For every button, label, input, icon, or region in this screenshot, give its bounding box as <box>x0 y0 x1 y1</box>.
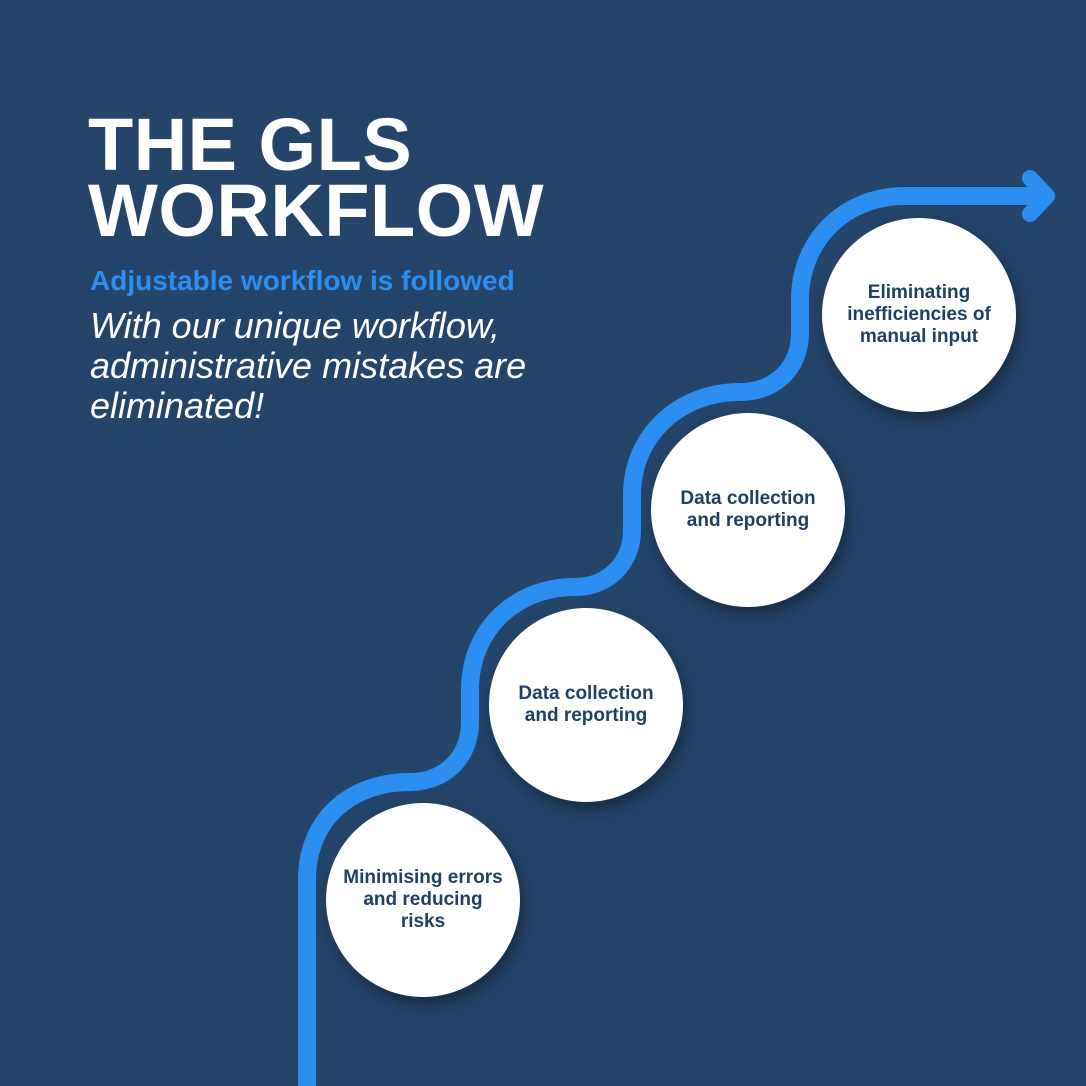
tagline: With our unique workflow, administrative… <box>90 305 527 426</box>
arrow-right-icon <box>1022 170 1055 222</box>
title-line-1: THE GLS <box>88 103 413 186</box>
step-label: Eliminating inefficiencies of manual inp… <box>847 282 991 347</box>
step-circle-1: Minimising errors and reducing risks <box>326 803 520 997</box>
step-label: Data collection and reporting <box>680 488 816 531</box>
staircase-line <box>298 187 1040 1086</box>
page-title: THE GLS WORKFLOW <box>88 103 545 252</box>
subtitle: Adjustable workflow is followed <box>90 265 515 296</box>
step-label: Data collection and reporting <box>518 683 654 726</box>
title-line-2: WORKFLOW <box>88 169 545 252</box>
step-circle-2: Data collection and reporting <box>489 608 683 802</box>
step-circle-3: Data collection and reporting <box>651 413 845 607</box>
step-label: Minimising errors and reducing risks <box>343 867 503 932</box>
step-circle-4: Eliminating inefficiencies of manual inp… <box>822 218 1016 412</box>
